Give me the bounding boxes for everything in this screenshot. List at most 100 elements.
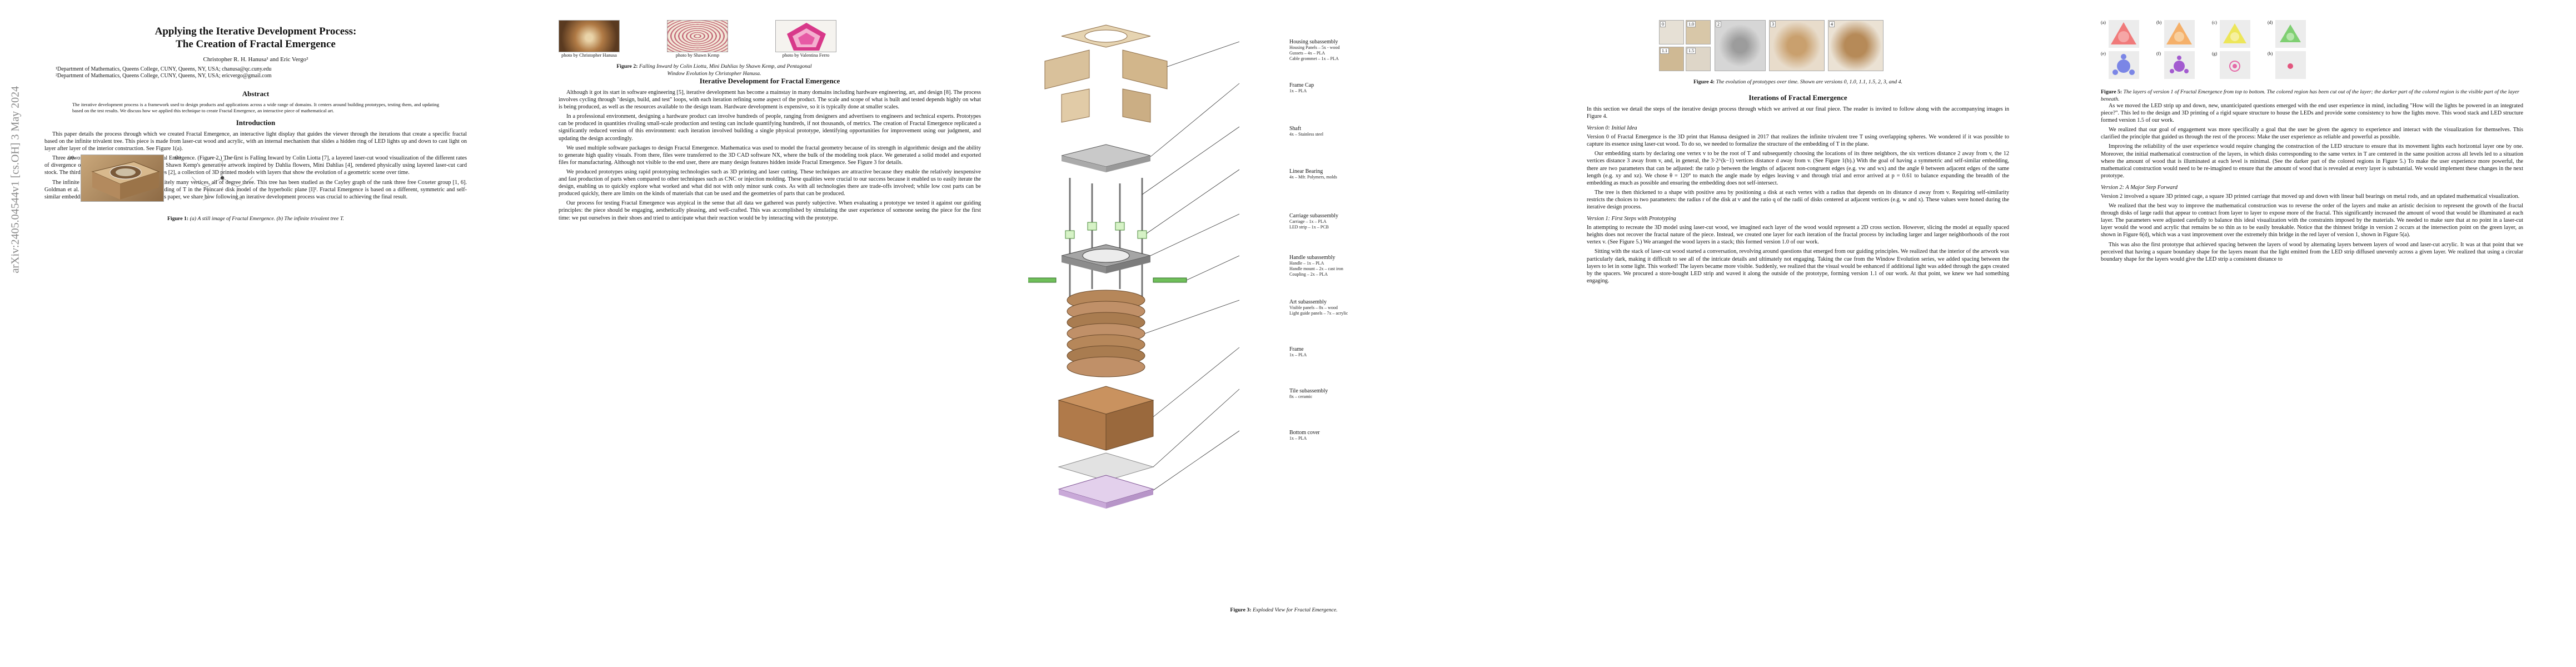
version-1-heading: Version 1: First Steps with Prototyping <box>1587 216 1676 222</box>
iterative-paragraph-5: Our process for testing Fractal Emergenc… <box>559 200 981 221</box>
handle-subassembly-drawing <box>1028 277 1187 283</box>
figure-3-caption: Figure 3: Exploded View for Fractal Emer… <box>1230 607 1338 613</box>
version-2-paragraph-2: We realized that the best way to improve… <box>2101 203 2523 238</box>
tag-1-1: 1.1 <box>1660 48 1669 54</box>
authors: Christopher R. H. Hanusa¹ and Eric Vergo… <box>203 56 308 63</box>
trivalent-tree-diagram <box>191 156 253 201</box>
figure-4-caption: Figure 4: The evolution of prototypes ov… <box>1693 79 1902 85</box>
iterative-paragraph-4: We produced prototypes using rapid proto… <box>559 168 981 197</box>
layer-f-purple <box>2164 51 2195 79</box>
layer-g-pink <box>2220 51 2250 79</box>
tag-0: 0 <box>1660 21 1666 27</box>
iterative-paragraph-2: In a professional environment, designing… <box>559 113 981 142</box>
prototype-3-photo <box>1769 20 1825 71</box>
version-0-heading: Version 0: Initial Idea <box>1587 125 1637 132</box>
tag-4: 4 <box>1829 21 1835 27</box>
credit-ferro: photo by Valentina Ferro <box>782 52 830 58</box>
tag-1-0: 1.0 <box>1687 21 1696 27</box>
layer-d-green <box>2275 20 2306 48</box>
falling-inward-photo <box>559 20 620 52</box>
introduction-heading: Introduction <box>236 118 276 127</box>
prototype-2-photo <box>1715 20 1766 71</box>
linear-bearing-drawing <box>1065 222 1147 239</box>
figure-1-caption: Figure 1: (a) A still image of Fractal E… <box>167 216 344 222</box>
pentagonal-window-evolution-photo <box>775 20 836 52</box>
carriage-subassembly-drawing <box>1061 244 1151 273</box>
version-2-paragraph-3: This was also the first prototype that a… <box>2101 241 2523 262</box>
credit-kemp: photo by Shawn Kemp <box>675 52 720 58</box>
version-2-heading: Version 2: A Major Step Forward <box>2101 184 2178 191</box>
wooden-box-illustration <box>91 161 160 200</box>
paper-title-line1: Applying the Iterative Development Proce… <box>155 26 357 37</box>
layer-a-red <box>2109 20 2139 48</box>
art-subassembly-drawing <box>1067 290 1145 377</box>
iterative-paragraph-1: Although it got its start in software en… <box>559 89 981 111</box>
page5-paragraph-2: We realized that our goal of engagement … <box>2101 127 2523 141</box>
intro-paragraph-3: The infinite trivalent tree T is the tre… <box>44 179 467 200</box>
abstract-heading: Abstract <box>242 89 270 98</box>
page-4: 0 1.0 1.1 1.5 2 3 4 Figure 4: The evolut… <box>1542 0 2042 667</box>
fig5-label-f: (f) <box>2156 51 2161 56</box>
bottom-cover-drawing <box>1058 475 1154 509</box>
version-0-paragraph-3: The tree is then thickened to a shape wi… <box>1587 189 2009 211</box>
fig5-label-a: (a) <box>2101 20 2106 25</box>
exploded-view-diagram <box>1028 24 1240 509</box>
credit-hanusa: photo by Christopher Hanusa <box>561 52 617 58</box>
page-5: (a) (b) (c) (d) (e) (f) (g) (h) <box>2056 0 2557 667</box>
arxiv-sidebar: arXiv:2405.04544v1 [cs.OH] 3 May 2024 <box>4 86 22 278</box>
affiliation-1: ¹Department of Mathematics, Queens Colle… <box>56 66 272 72</box>
fig5-label-h: (h) <box>2268 51 2273 56</box>
figure-1a-label: (a) <box>68 155 74 160</box>
page5-paragraph-3: Improving the reliability of the user ex… <box>2101 143 2523 179</box>
figure-1b-label: (b) <box>175 155 181 160</box>
figure-5-caption: Figure 5: The layers of version 1 of Fra… <box>2101 89 2519 102</box>
iterations-heading: Iterations of Fractal Emergence <box>1748 93 1847 102</box>
abstract-text: The iterative development process is a f… <box>72 102 439 113</box>
frame-cap-drawing <box>1061 144 1151 172</box>
page-1: arXiv:2405.04544v1 [cs.OH] 3 May 2024 Ap… <box>0 0 500 667</box>
fig5-label-d: (d) <box>2268 20 2273 25</box>
fig5-label-e: (e) <box>2101 51 2106 56</box>
shaft-drawing <box>1069 178 1143 300</box>
iterative-development-heading: Iterative Development for Fractal Emerge… <box>699 77 840 85</box>
affiliation-2: ²Department of Mathematics, Queens Colle… <box>56 73 272 79</box>
tag-3: 3 <box>1770 21 1776 27</box>
version-2-paragraph-1: Version 2 involved a square 3D printed c… <box>2101 193 2520 200</box>
fractal-emergence-photo <box>81 155 164 202</box>
housing-subassembly-drawing <box>1044 24 1168 123</box>
intro-paragraph-1: This paper details the process through w… <box>44 131 467 152</box>
figure-5: (a) (b) (c) (d) (e) (f) (g) (h) <box>2101 20 2523 87</box>
version-0-paragraph-1: Version 0 of Fractal Emergence is the 3D… <box>1587 134 2009 148</box>
tag-1-5: 1.5 <box>1687 48 1696 54</box>
layer-h-pink <box>2275 51 2306 79</box>
pentagon-illustration <box>787 23 826 51</box>
intro-paragraph-2: Three artworks stand out as inspiration … <box>44 155 467 176</box>
fig5-label-g: (g) <box>2212 51 2218 56</box>
layer-b-orange <box>2164 20 2195 48</box>
figure-4: 0 1.0 1.1 1.5 2 3 4 <box>1659 20 1948 76</box>
arxiv-identifier: arXiv:2405.04544v1 [cs.OH] 3 May 2024 <box>9 86 22 273</box>
fig5-label-b: (b) <box>2156 20 2162 25</box>
mini-dahlias-photo <box>667 20 728 52</box>
tag-2: 2 <box>1716 21 1721 27</box>
figure-2: photo by Christopher Hanusa photo by Sha… <box>559 20 981 58</box>
layer-c-yellow <box>2220 20 2250 48</box>
frame-drawing <box>1058 386 1154 451</box>
leader-lines <box>1142 41 1240 491</box>
fig5-label-c: (c) <box>2212 20 2217 25</box>
version-1-paragraph-2: Sitting with the stack of laser-cut wood… <box>1587 248 2009 284</box>
layer-e-blue <box>2109 51 2139 79</box>
figure-2-caption: Figure 2: Falling Inward by Colin Liotta… <box>616 63 812 77</box>
iterative-paragraph-3: We used multiple software packages to de… <box>559 145 981 166</box>
